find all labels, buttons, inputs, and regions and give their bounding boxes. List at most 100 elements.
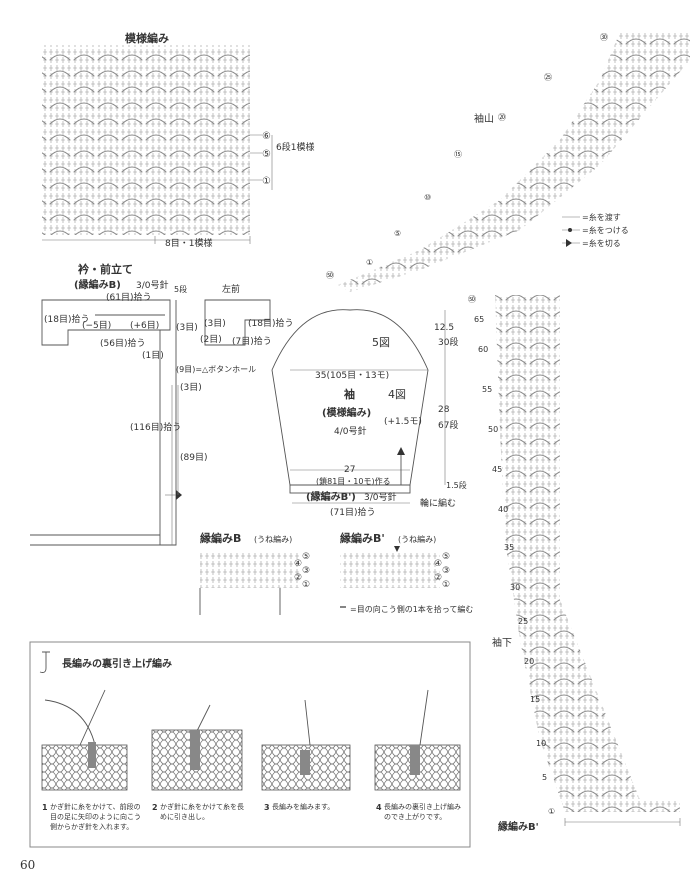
collar-pick116: (116目)拾う: [130, 421, 181, 433]
collar-plus6: (+6目): [130, 320, 159, 331]
sleeve-figure4: 4図: [388, 388, 406, 401]
left-front-pick7: (7目)拾う: [232, 335, 272, 347]
collar-st89: (89目): [180, 452, 207, 463]
collar-minus5: (−5目): [82, 320, 111, 331]
crochet-hook-icon: [39, 651, 50, 673]
upper-row-67: ㊿: [326, 271, 334, 280]
step4-num: 4: [376, 803, 382, 812]
border-b2-title: 縁編みB': [340, 531, 385, 545]
upper-row-20: ⑳: [498, 113, 506, 122]
step2-num: 2: [152, 803, 158, 812]
repeat-vertical: 6段1模様: [276, 141, 314, 153]
sleeve-body-chart: [495, 295, 680, 812]
sleeve-border-needle: 3/0号針: [364, 491, 397, 503]
sleeve-schematic: [271, 309, 446, 504]
sleeve-increase: (+1.5モ): [384, 417, 422, 427]
legend-pass: =糸を渡す: [582, 212, 621, 222]
lower-row-65: 65: [474, 315, 484, 324]
sleeve-border: (縁編みB'): [306, 490, 356, 503]
border-b2-row1: ①: [442, 580, 450, 590]
pattern-title: 模様編み: [125, 31, 169, 45]
sleeve-h-top: 12.5: [434, 323, 454, 333]
border-b-row3: ③: [302, 566, 310, 576]
collar-subtitle: (縁編みB): [74, 278, 121, 291]
pattern-swatch: [42, 45, 250, 235]
sleeve-width-bottom: 27: [344, 465, 355, 475]
sleeve-pattern: (模様編み): [322, 406, 371, 419]
step4-text: 長編みの裏引き上げ編みのでき上がりです。: [384, 803, 461, 821]
upper-row-1: ①: [366, 258, 373, 267]
left-front-label: 左前: [222, 283, 240, 295]
border-b2-row5: ⑤: [442, 552, 450, 562]
lower-row-5: 5: [542, 773, 547, 782]
collar-needle: 3/0号針: [136, 279, 169, 291]
sleeve-round: 輪に編む: [420, 497, 456, 509]
border-b-sub: (うね編み): [254, 534, 292, 544]
lower-row-20: 20: [524, 657, 534, 666]
sleeve-needle: 4/0号針: [334, 425, 367, 437]
border-b-chart: [200, 552, 300, 588]
collar-st1: (1目): [142, 350, 164, 361]
sleeve-h-top-rows: 30段: [438, 336, 458, 348]
row-marker-5: ⑤: [262, 149, 271, 160]
lower-row-40: 40: [498, 505, 508, 514]
border-b2-row3: ③: [442, 566, 450, 576]
collar-st3a: (3目): [176, 322, 198, 333]
lower-row-15: 15: [530, 695, 540, 704]
upper-row-15: ⑮: [454, 150, 462, 159]
legend-cut: =糸を切る: [582, 238, 621, 248]
technique-title: 長編みの裏引き上げ編み: [62, 657, 172, 670]
sleeve-cap-chart: [338, 32, 690, 292]
sleeve-h-mid-rows: 67段: [438, 419, 458, 431]
collar-rows5: 5段: [174, 284, 187, 294]
collar-pick61: (61目)拾う: [106, 291, 151, 303]
step1-text: かぎ針に糸をかけて、前段の目の足に矢印のように向こう側からかぎ針を入れます。: [50, 803, 141, 831]
collar-title: 衿・前立て: [78, 262, 133, 276]
lower-row-45: 45: [492, 465, 502, 474]
sleeve-h-mid: 28: [438, 405, 450, 415]
sleeve-cap-label: 袖山: [474, 112, 494, 125]
collar-pick18: (18目)拾う: [44, 313, 89, 325]
border-b-row2: ②: [294, 573, 302, 583]
step2-text: かぎ針に糸をかけて糸を長めに引き出し。: [160, 803, 244, 821]
border-b-title: 縁編みB: [200, 531, 241, 545]
sleeve-pick71: (71目)拾う: [330, 506, 375, 518]
lower-row-50: 50: [488, 425, 498, 434]
repeat-horizontal: 8目・1模様: [165, 237, 212, 249]
border-b2-label: 縁編みB': [498, 820, 539, 833]
step1-num: 1: [42, 803, 48, 812]
row-marker-6: ⑥: [262, 131, 271, 142]
underarm-label: 袖下: [492, 636, 512, 649]
sleeve-h-bot: 1.5段: [446, 480, 467, 490]
lower-row-25: 25: [518, 617, 528, 626]
sleeve-width-top: 35(105目・13モ): [315, 370, 389, 381]
collar-buttonhole: (9目)=△ボタンホール: [176, 365, 256, 374]
step3-num: 3: [264, 803, 270, 812]
border-b-row5: ⑤: [302, 552, 310, 562]
border-b2-sub: (うね編み): [398, 534, 436, 544]
left-front-st3: (3目): [204, 318, 226, 329]
sleeve-title: 袖: [344, 387, 355, 401]
upper-row-10: ⑩: [424, 193, 431, 202]
lower-row-67: ㊿: [468, 295, 476, 304]
lower-row-10: 10: [536, 739, 546, 748]
collar-diagram: [30, 299, 271, 546]
left-front-pick18: (18目)拾う: [248, 317, 293, 329]
technique-box: [29, 641, 471, 848]
page-number: 60: [20, 858, 36, 872]
lower-row-30: 30: [510, 583, 520, 592]
step1-illustration: [41, 744, 128, 791]
sleeve-figure5: 5図: [372, 336, 390, 349]
upper-row-25: ㉕: [544, 73, 552, 82]
sleeve-chain: (鎖81目・10モ)作る: [316, 476, 391, 486]
border-b2-row4: ④: [434, 559, 442, 569]
border-b-row4: ④: [294, 559, 302, 569]
left-front-st2: (2目): [200, 334, 222, 345]
border-b-row1: ①: [302, 580, 310, 590]
sleeve-chart: [338, 32, 690, 826]
upper-row-5: ⑤: [394, 229, 401, 238]
border-b2-note: =目の向こう側の1本を拾って編む: [350, 604, 473, 614]
row-marker-1: ①: [262, 176, 271, 187]
